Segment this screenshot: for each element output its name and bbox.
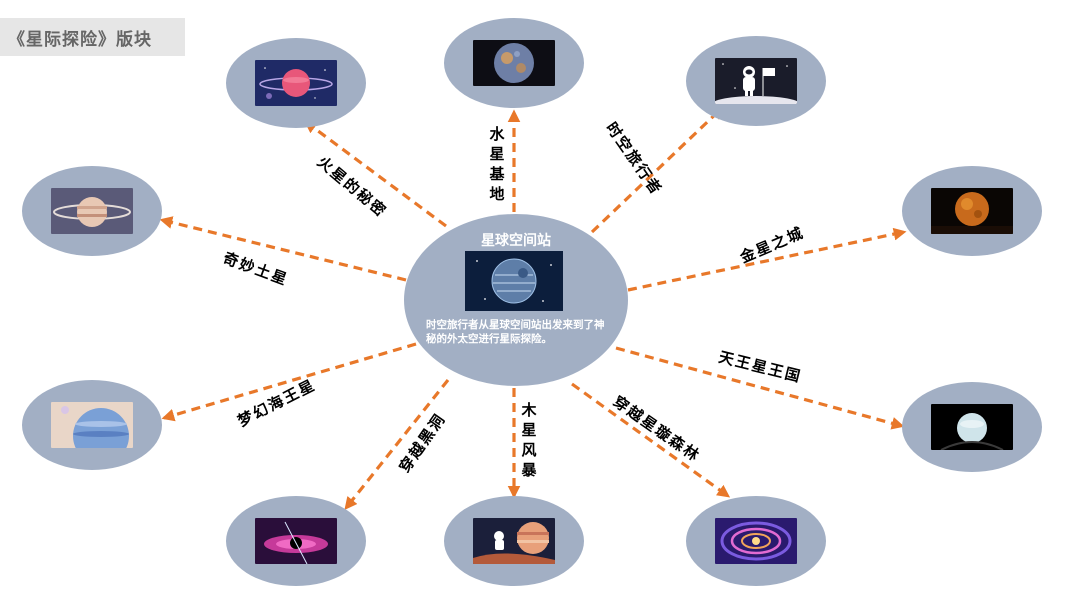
center-node-space-station[interactable]: 星球空间站 时空旅行者从星球空间站出发来到了神秘的外太空进行星际探险。 [404, 214, 628, 386]
galaxy-vortex-image [715, 518, 797, 564]
ringed-planet-icon [255, 60, 337, 106]
node-mars[interactable] [226, 38, 366, 128]
venus-image [931, 188, 1013, 234]
node-saturn[interactable] [22, 166, 162, 256]
arrow-to-saturn [159, 216, 407, 282]
node-uranus[interactable] [902, 382, 1042, 472]
arrow-to-uranus [615, 346, 905, 430]
label-jupiter-storm: 木星风暴 [521, 401, 537, 479]
arrow-to-neptune [161, 342, 417, 422]
space-station-image [465, 251, 563, 311]
space-station-icon [465, 251, 563, 311]
uranus-image [931, 404, 1013, 450]
node-jupiter[interactable] [444, 496, 584, 586]
saturn-image [51, 188, 133, 234]
node-mercury[interactable] [444, 18, 584, 108]
venus-planet-icon [931, 188, 1013, 234]
arrow-to-black-hole [344, 379, 450, 511]
astronaut-flag-image [715, 58, 797, 104]
section-title-bar: 《星际探险》版块 [0, 18, 185, 56]
mercury-image [473, 40, 555, 86]
saturn-planet-icon [51, 188, 133, 234]
center-description: 时空旅行者从星球空间站出发来到了神秘的外太空进行星际探险。 [426, 319, 605, 345]
label-mercury-base: 水星基地 [489, 125, 505, 203]
black-hole-icon [255, 518, 337, 564]
neptune-planet-icon [51, 402, 133, 448]
jupiter-planet-icon [473, 518, 555, 564]
jupiter-astronaut-image [473, 518, 555, 564]
mercury-planet-icon [473, 40, 555, 86]
astronaut-icon [715, 58, 797, 104]
galaxy-vortex-icon [715, 518, 797, 564]
node-galaxy-forest[interactable] [686, 496, 826, 586]
center-title: 星球空间站 [481, 233, 551, 249]
node-neptune[interactable] [22, 380, 162, 470]
mars-ringed-image [255, 60, 337, 106]
black-hole-image [255, 518, 337, 564]
uranus-planet-icon [931, 404, 1013, 450]
node-venus[interactable] [902, 166, 1042, 256]
neptune-image [51, 402, 133, 448]
arrow-to-venus [627, 227, 907, 292]
section-title: 《星际探险》版块 [8, 29, 152, 50]
node-time-traveler[interactable] [686, 36, 826, 126]
node-black-hole[interactable] [226, 496, 366, 586]
arrow-to-galaxy [571, 382, 731, 498]
